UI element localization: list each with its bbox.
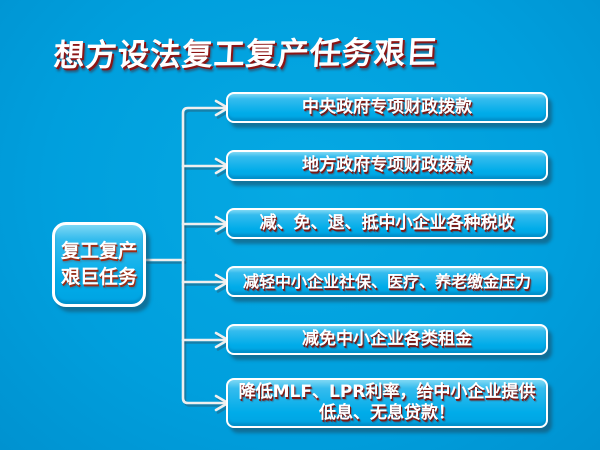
branch-node-loan-rates: 降低MLF、LPR利率，给中小企业提供低息、无息贷款！ — [226, 378, 548, 428]
branch-node-label: 中央政府专项财政拨款 — [302, 97, 472, 118]
root-node-line1: 复工复产 — [60, 239, 137, 262]
slide-title: 想方设法复工复产任务艰巨 — [52, 34, 439, 75]
root-node-label: 复工复产 艰巨任务 — [61, 239, 137, 290]
branch-node-tax-relief: 减、免、退、抵中小企业各种税收 — [226, 208, 548, 239]
branch-node-label: 减、免、退、抵中小企业各种税收 — [259, 213, 515, 234]
branch-node-central-funding: 中央政府专项财政拨款 — [226, 92, 548, 123]
root-node-box: 复工复产 艰巨任务 — [52, 222, 146, 307]
branch-node-label: 减免中小企业各类租金 — [302, 329, 472, 350]
root-node-line2: 艰巨任务 — [60, 265, 137, 288]
branch-node-social-security-relief: 减轻中小企业社保、医疗、养老缴金压力 — [226, 266, 548, 297]
branch-node-label: 减轻中小企业社保、医疗、养老缴金压力 — [242, 271, 531, 291]
connector-trunk — [181, 106, 229, 405]
branch-node-local-funding: 地方政府专项财政拨款 — [226, 150, 548, 181]
branch-node-rent-relief: 减免中小企业各类租金 — [226, 324, 548, 355]
branch-node-label: 地方政府专项财政拨款 — [302, 155, 472, 176]
branch-node-label: 降低MLF、LPR利率，给中小企业提供低息、无息贷款！ — [238, 382, 536, 423]
